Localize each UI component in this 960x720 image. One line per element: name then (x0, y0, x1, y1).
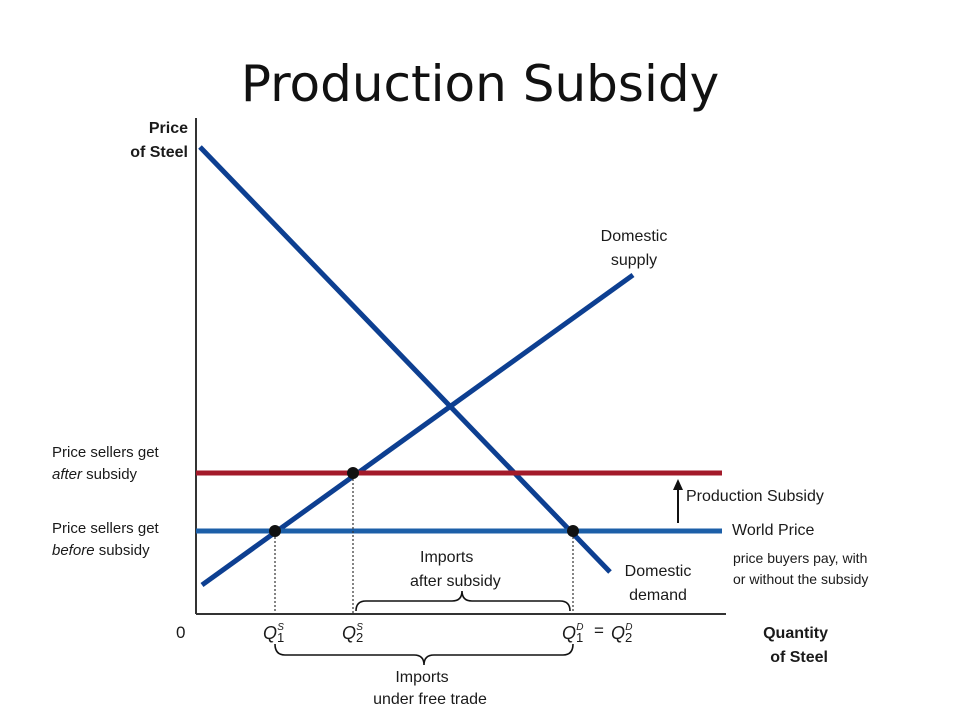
price-after-line1: Price sellers get (52, 444, 159, 461)
page-title: Production Subsidy (240, 55, 720, 113)
domestic-supply-curve (200, 272, 635, 588)
y-axis-label-line1: Price (148, 120, 188, 137)
world-price-label: World Price (732, 522, 815, 539)
q1-supply-label: Q1S (263, 622, 285, 645)
origin-label: 0 (176, 623, 186, 642)
buyers-note-line2: or without the subsidy (733, 571, 869, 587)
production-subsidy-label: Production Subsidy (686, 488, 824, 505)
domestic-demand-curve (198, 145, 612, 574)
equals-sign: = (594, 621, 604, 640)
supply-label-line1: Domestic (600, 228, 668, 245)
subsidy-arrow-head (673, 479, 683, 490)
price-after-subsidy-label: Price sellers get after subsidy (52, 442, 159, 486)
q1-demand-label: Q1D (562, 622, 584, 645)
point-q1s (269, 525, 281, 537)
imports-free-trade-label: Imports under free trade (345, 667, 515, 711)
supply-label-line2: supply (610, 252, 658, 269)
demand-label-line2: demand (629, 587, 687, 604)
imports-after-line2: after subsidy (410, 573, 501, 590)
supply-label: Domestic supply (574, 225, 694, 273)
imports-after-subsidy-label: Imports after subsidy (388, 546, 538, 594)
imports-free-line2: under free trade (373, 691, 487, 708)
q2-demand-label: Q2D (611, 622, 633, 645)
imports-after-subsidy-brace (355, 590, 571, 612)
price-after-emph: after (52, 466, 83, 483)
point-q2s (347, 467, 359, 479)
y-axis-label: Price of Steel (96, 117, 188, 165)
buyers-price-note: price buyers pay, with or without the su… (733, 548, 868, 590)
x-axis-label-line1: Quantity (763, 625, 828, 642)
q2-supply-label: Q2S (342, 622, 364, 645)
imports-free-trade-brace (274, 643, 574, 666)
x-axis-label: Quantity of Steel (700, 622, 828, 670)
x-axis-label-line2: of Steel (770, 649, 828, 666)
y-axis-label-line2: of Steel (130, 144, 188, 161)
price-before-line1: Price sellers get (52, 520, 159, 537)
price-before-emph: before (52, 542, 95, 559)
price-before-rest: subsidy (94, 542, 150, 559)
price-before-subsidy-label: Price sellers get before subsidy (52, 518, 159, 562)
imports-free-line1: Imports (395, 669, 449, 686)
demand-label-line1: Domestic (624, 563, 692, 580)
point-q1d (567, 525, 579, 537)
imports-after-line1: Imports (420, 549, 474, 566)
price-after-rest: subsidy (82, 466, 138, 483)
demand-label: Domestic demand (598, 560, 718, 608)
buyers-note-line1: price buyers pay, with (733, 550, 868, 566)
